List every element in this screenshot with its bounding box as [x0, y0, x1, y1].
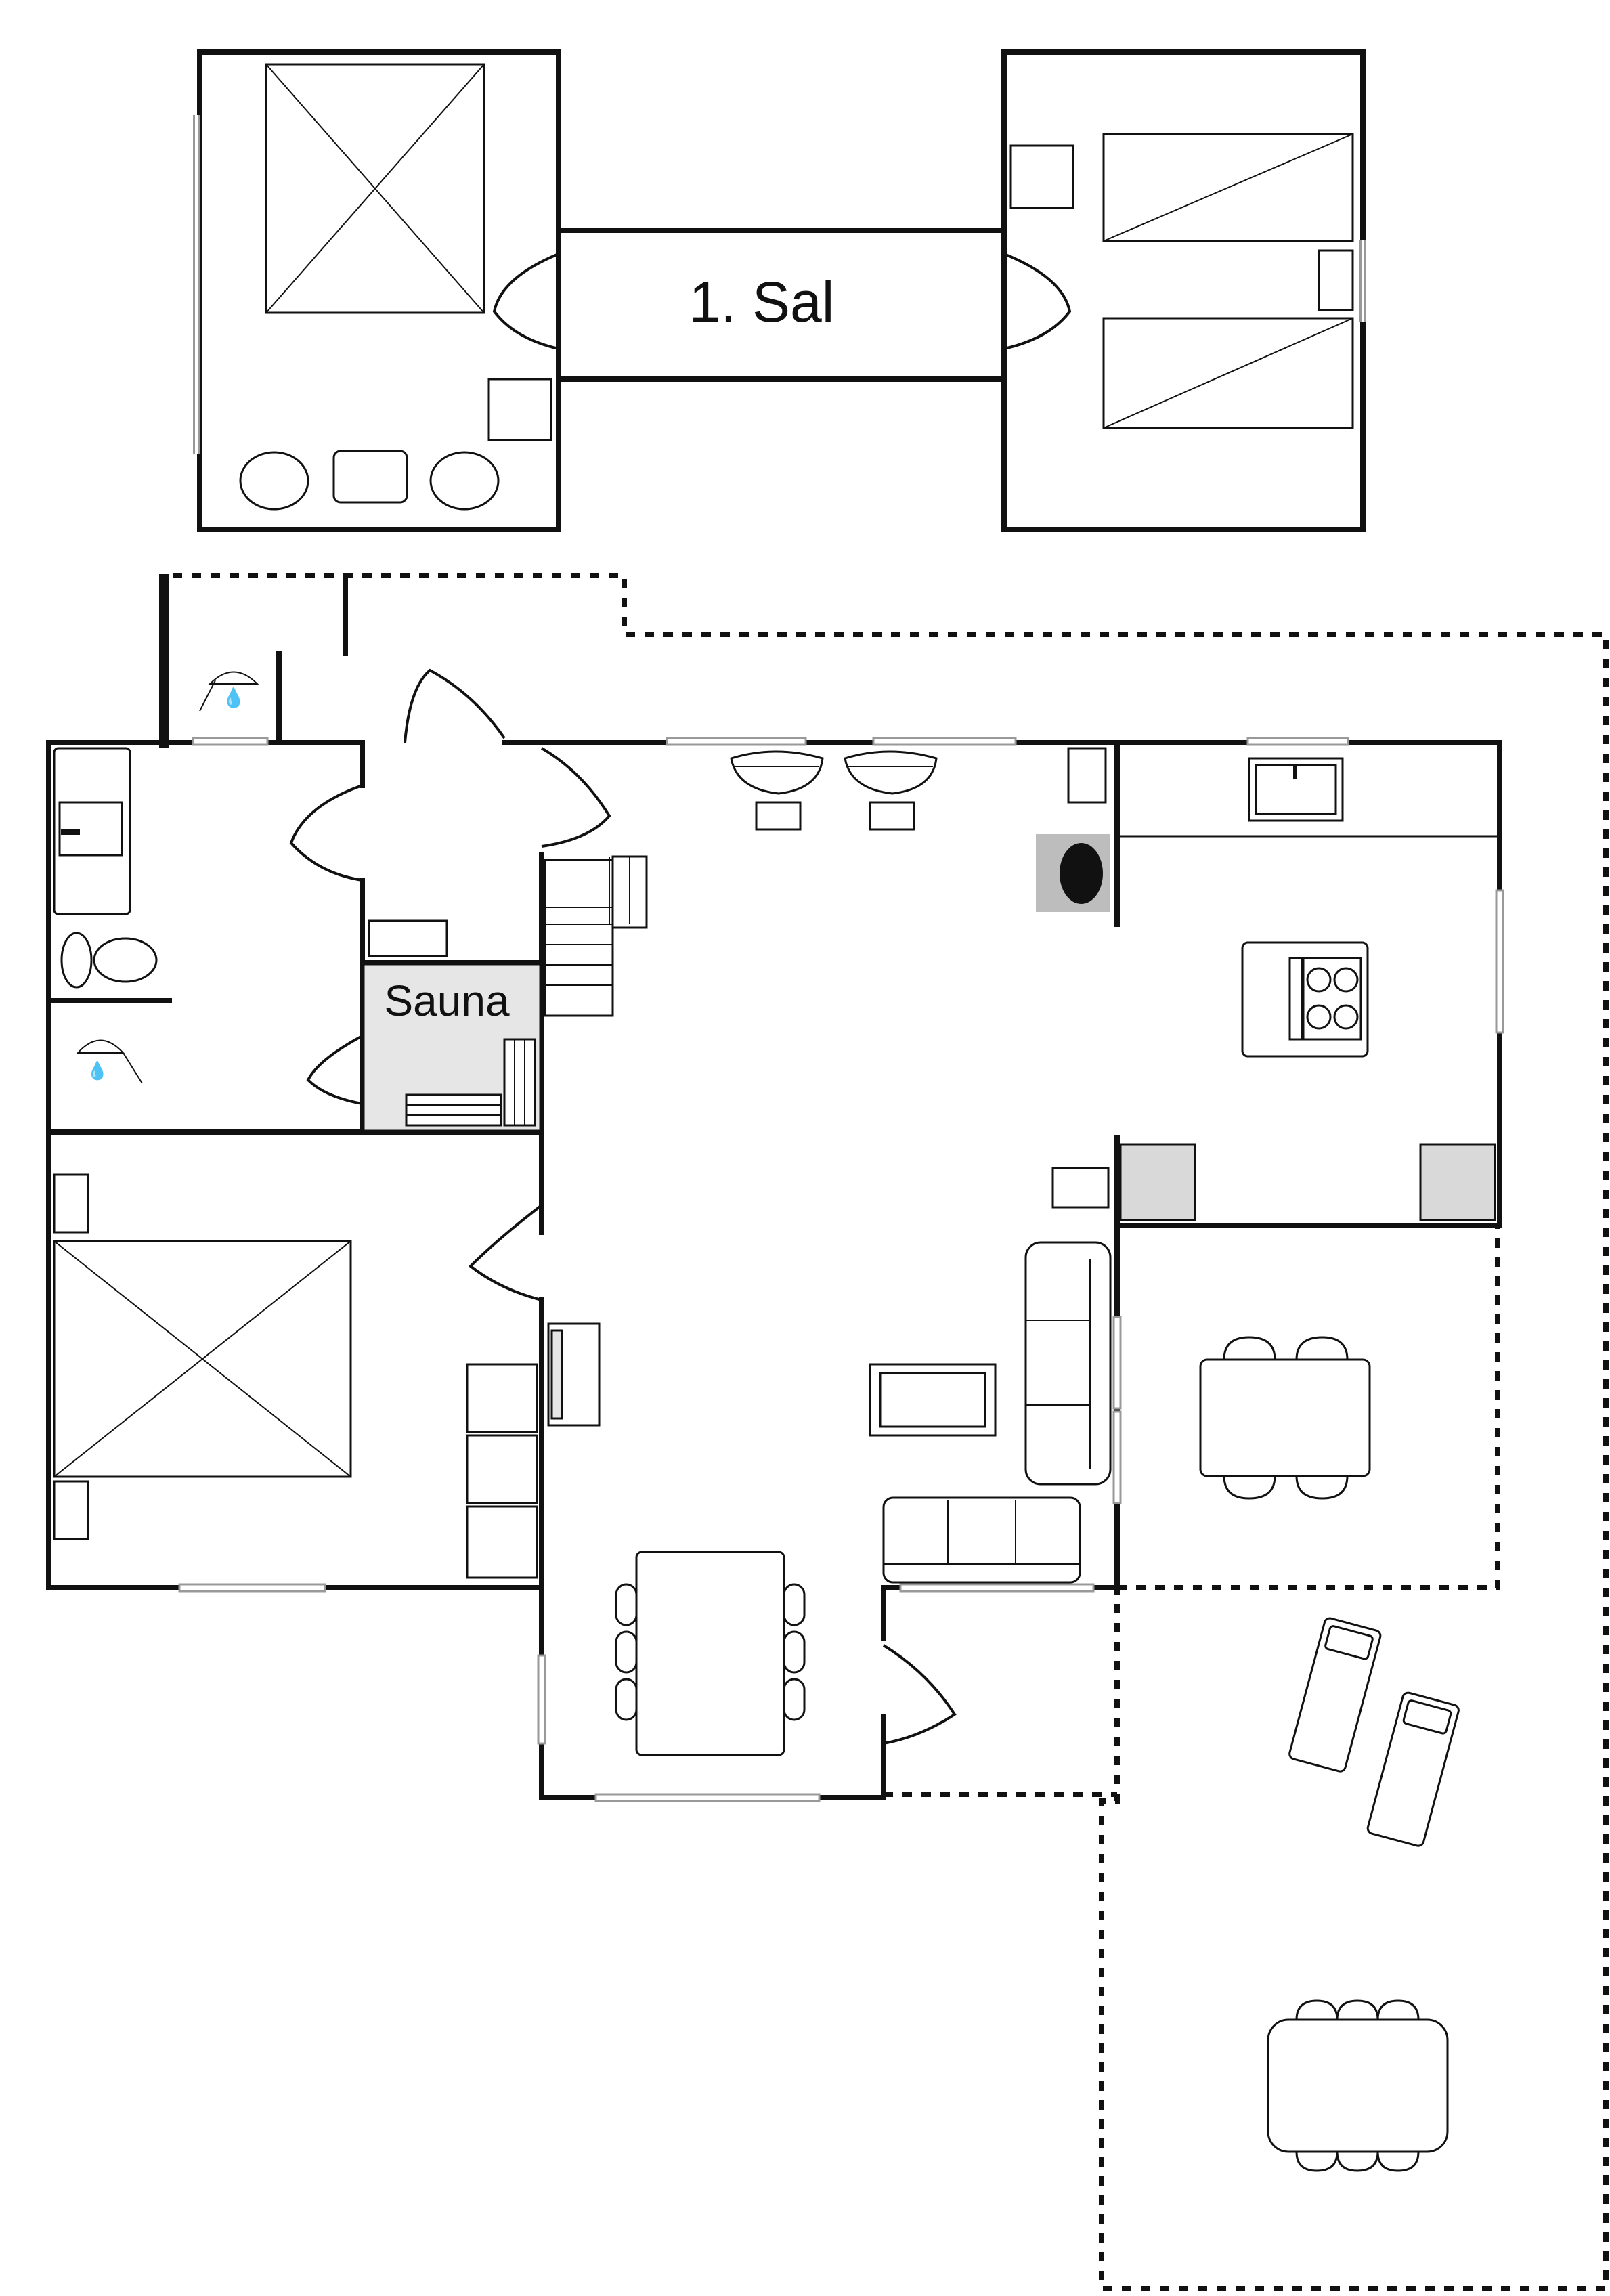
bench-icon [368, 919, 448, 957]
door-icon [540, 747, 611, 848]
chair-icon [615, 1678, 638, 1721]
svg-text:💧: 💧 [87, 1060, 108, 1081]
ground-floor: 💧 [46, 573, 1609, 2291]
sauna: Sauna [306, 963, 542, 1132]
nightstand-icon [53, 1173, 89, 1234]
outdoor-shower-area: 💧 [159, 574, 348, 748]
upper-floor: 1. Sal [193, 49, 1366, 532]
staircase-icon [544, 855, 648, 1017]
chair-icon [783, 1678, 806, 1721]
terrace-furniture [1199, 1336, 1460, 2172]
sauna-bench-icon [405, 1038, 536, 1127]
door-icon [1003, 253, 1072, 350]
nightstand-icon [1318, 249, 1354, 311]
coffee-table-icon [869, 1363, 997, 1437]
sink-icon [53, 747, 131, 915]
upper-left-bedroom [193, 49, 561, 532]
windows [178, 737, 1504, 1802]
bathroom: 💧 [53, 747, 363, 1084]
door-icon [306, 1035, 363, 1105]
sunbed-icon [1366, 1691, 1460, 1847]
stove-island-icon [1241, 941, 1369, 1058]
shower-icon: 💧 [199, 671, 259, 712]
entry-hall [368, 668, 611, 957]
door-icon [404, 668, 506, 743]
double-bed-icon [265, 63, 485, 314]
tv-unit-icon [547, 1322, 601, 1427]
counter-corner-icon [1119, 1143, 1196, 1221]
chair-icon [783, 1630, 806, 1674]
armchair-icon [844, 750, 938, 831]
door-icon [468, 1204, 543, 1301]
nightstand-icon [1009, 144, 1074, 209]
upper-corridor: 1. Sal [556, 228, 1007, 382]
fireplace-icon [1036, 834, 1110, 912]
dining-table-icon [615, 1551, 806, 1756]
armchair-icon [239, 451, 309, 511]
chair-icon [615, 1630, 638, 1674]
wardrobe-icon [466, 1363, 538, 1579]
single-bed-icon [1102, 133, 1354, 242]
double-bed-icon [53, 1240, 352, 1478]
living-room [547, 747, 1112, 1756]
patio-table-icon [1199, 1336, 1371, 1500]
nightstand-icon [487, 378, 552, 441]
sunbed-icon [1288, 1617, 1382, 1773]
shower-icon: 💧 [76, 1039, 143, 1084]
upper-right-bedroom [1001, 49, 1366, 532]
ground-bedroom [53, 1173, 543, 1579]
side-table-icon [1051, 1167, 1110, 1209]
coffee-table-icon [332, 450, 408, 504]
armchair-icon [429, 451, 500, 511]
toilet-icon [60, 932, 158, 989]
garden-table-icon [1267, 1999, 1449, 2172]
chair-icon [615, 1583, 638, 1626]
door-icon [289, 784, 363, 882]
kitchen [1117, 757, 1500, 1221]
counter-corner-icon [1419, 1143, 1496, 1221]
upper-floor-label: 1. Sal [689, 270, 835, 334]
svg-text:💧: 💧 [222, 687, 246, 709]
single-bed-icon [1102, 317, 1354, 429]
sink-icon [1248, 757, 1344, 822]
door-icon [882, 1644, 957, 1745]
cabinet-icon [1067, 747, 1107, 804]
armchair-icon [730, 750, 824, 831]
chair-icon [783, 1583, 806, 1626]
terrace-boundary [173, 573, 1609, 2291]
sauna-label: Sauna [384, 976, 509, 1025]
sofa-icon [1024, 1241, 1112, 1486]
door-icon [492, 253, 559, 350]
nightstand-icon [53, 1480, 89, 1540]
sofa-icon [882, 1496, 1081, 1584]
